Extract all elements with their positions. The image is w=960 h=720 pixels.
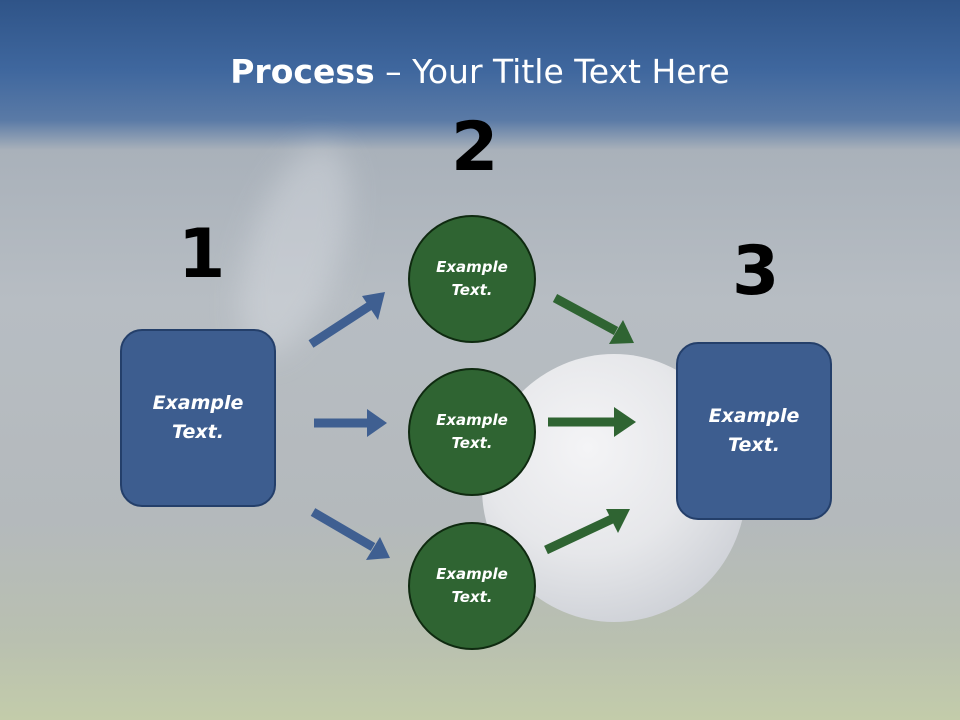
title-bold: Process [230, 52, 375, 91]
step-number-1: 1 [178, 215, 226, 294]
green-arrow-up [544, 509, 630, 555]
green-arrow-down [552, 294, 634, 344]
process-box-start: Example Text. [120, 329, 276, 507]
box-start-text: Example Text. [152, 392, 244, 443]
step-number-3: 3 [732, 232, 780, 311]
box-end-text: Example Text. [708, 405, 800, 456]
process-circle-bottom: Example Text. [408, 522, 536, 650]
circle-bottom-text: Example Text. [436, 565, 508, 606]
title-rest: – Your Title Text Here [374, 52, 730, 91]
blue-arrow-up [308, 292, 385, 348]
green-arrow-middle [548, 407, 636, 437]
process-circle-middle: Example Text. [408, 368, 536, 496]
circle-middle-text: Example Text. [436, 411, 508, 452]
slide-title: Process – Your Title Text Here [0, 52, 960, 91]
process-box-end: Example Text. [676, 342, 832, 520]
blue-arrow-down [310, 508, 390, 560]
step-number-2: 2 [451, 108, 499, 187]
process-circle-top: Example Text. [408, 215, 536, 343]
circle-top-text: Example Text. [436, 258, 508, 299]
blue-arrow-middle [314, 409, 387, 437]
